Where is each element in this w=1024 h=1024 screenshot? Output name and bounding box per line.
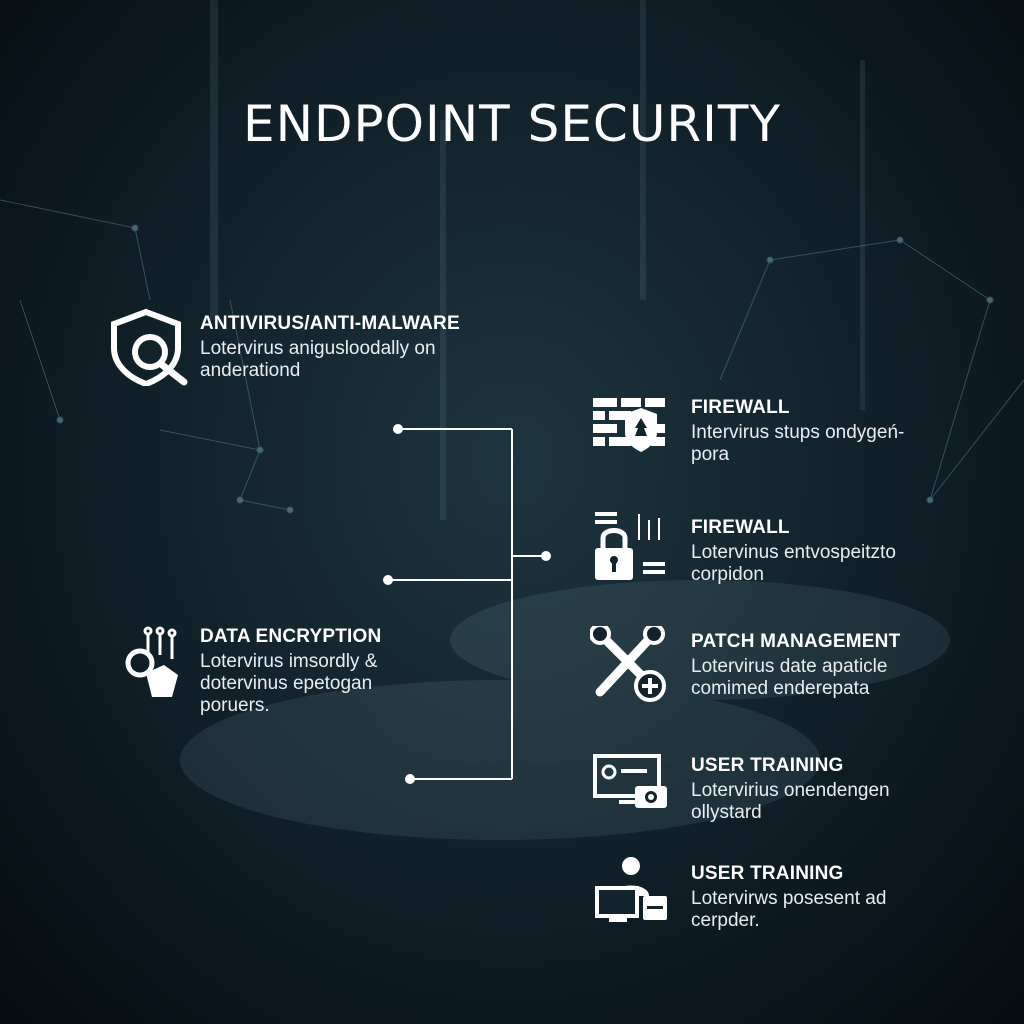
item-data-encryption: DATA ENCRYPTION Lotervirus imsordly &dot… bbox=[200, 625, 500, 717]
item-firewall: FIREWALL Intervirus stups ondygeń-pora bbox=[691, 396, 991, 466]
item-heading: FIREWALL bbox=[691, 397, 790, 418]
item-description: Intervirus stups ondygeń-pora bbox=[691, 422, 905, 465]
item-heading: FIREWALL bbox=[691, 517, 790, 538]
item-heading: ANTIVIRUS/ANTI-MALWARE bbox=[200, 313, 460, 334]
user-computer-icon bbox=[595, 857, 667, 922]
item-patch-management: PATCH MANAGEMENT Lotervirus date apaticl… bbox=[691, 630, 991, 700]
item-heading: DATA ENCRYPTION bbox=[200, 626, 382, 647]
magnifier-hand-icon bbox=[125, 626, 178, 697]
wrench-plus-icon bbox=[590, 626, 666, 702]
page-title: ENDPOINT SECURITY bbox=[243, 95, 781, 153]
brick-wall-shield-icon bbox=[593, 398, 665, 452]
item-description: Lotervirus imsordly &dotervinus epetogan… bbox=[200, 651, 378, 716]
padlock-icon bbox=[595, 512, 665, 580]
item-heading: PATCH MANAGEMENT bbox=[691, 631, 901, 652]
item-antivirus: ANTIVIRUS/ANTI-MALWARE Lotervirus anigus… bbox=[200, 312, 500, 382]
item-heading: USER TRAINING bbox=[691, 755, 844, 776]
monitor-camera-icon bbox=[593, 754, 667, 808]
item-heading: USER TRAINING bbox=[691, 863, 844, 884]
shield-magnifier-icon bbox=[111, 308, 188, 386]
